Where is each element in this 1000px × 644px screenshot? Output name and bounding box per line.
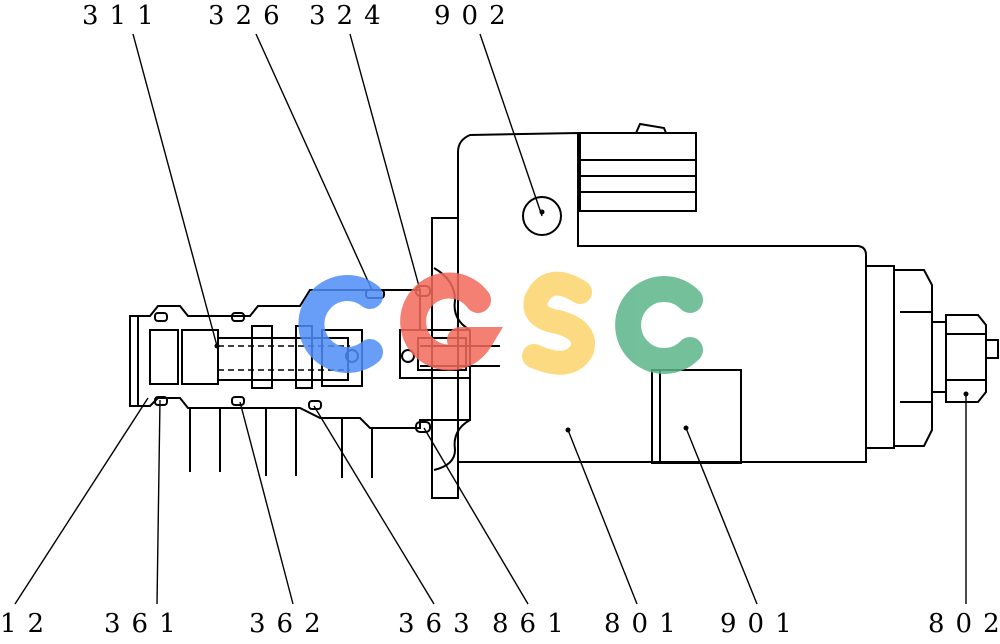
watermark-letter-g-red bbox=[400, 272, 504, 371]
callout-361: 361 bbox=[104, 609, 187, 639]
callout-311: 311 bbox=[82, 1, 165, 31]
watermark bbox=[298, 271, 703, 375]
callout-363: 363 bbox=[398, 609, 481, 639]
end-nut-assembly bbox=[865, 265, 999, 449]
callout-801: 801 bbox=[604, 609, 687, 639]
callout-12: 12 bbox=[0, 609, 55, 639]
callout-326: 326 bbox=[208, 1, 291, 31]
leader-lines bbox=[14, 33, 969, 605]
watermark-letter-s-yellow bbox=[522, 271, 595, 375]
callout-901: 901 bbox=[720, 609, 803, 639]
callout-902: 902 bbox=[434, 1, 517, 31]
callout-324: 324 bbox=[309, 1, 392, 31]
solenoid-housing bbox=[431, 122, 867, 499]
watermark-letter-c-green bbox=[615, 276, 703, 374]
callout-861: 861 bbox=[492, 609, 575, 639]
watermark-letter-c-blue bbox=[298, 275, 383, 373]
callout-802: 802 bbox=[928, 609, 1000, 639]
callout-362: 362 bbox=[249, 609, 332, 639]
